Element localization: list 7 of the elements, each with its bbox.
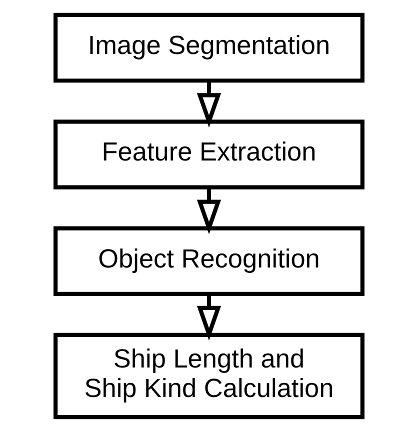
arrow <box>196 294 221 340</box>
node-box: Feature Extraction <box>53 120 364 190</box>
node-box: Ship Length and Ship Kind Calculation <box>53 332 364 420</box>
node-box: Object Recognition <box>53 226 364 296</box>
arrow <box>196 188 221 234</box>
arrow <box>196 81 221 128</box>
node-box: Image Segmentation <box>53 12 364 83</box>
